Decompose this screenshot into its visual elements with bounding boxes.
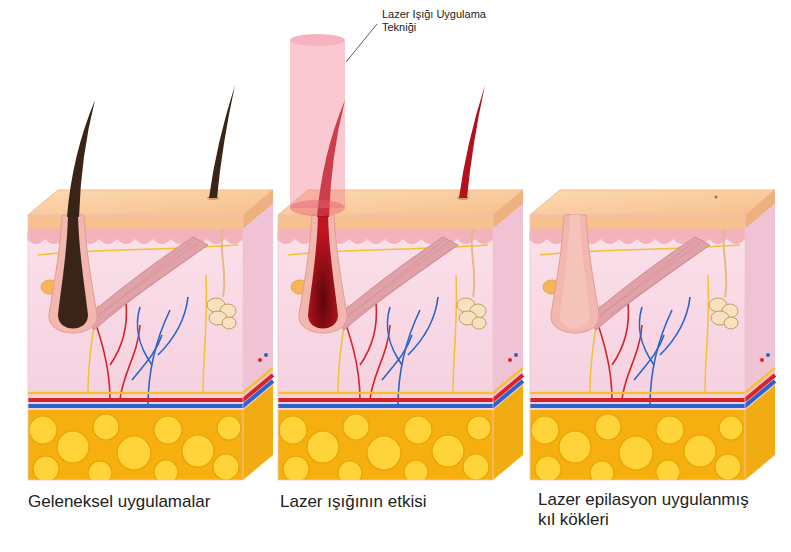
hair-shaft xyxy=(209,85,235,198)
hair-root xyxy=(308,215,338,329)
panel-caption: Geleneksel uygulamalar xyxy=(28,492,273,512)
laser-column xyxy=(290,40,345,208)
hair-root xyxy=(58,215,88,329)
skin-block xyxy=(277,190,523,485)
skin-block xyxy=(529,190,775,485)
skin-block xyxy=(27,190,273,485)
hair-shaft xyxy=(67,100,95,217)
laser-spot xyxy=(290,200,345,216)
hair-pore xyxy=(715,196,718,199)
panel-caption: Lazer epilasyon uygulanmış kıl kökleri xyxy=(538,490,766,530)
laser-beam xyxy=(290,34,345,216)
panel-caption: Lazer ışığının etkisi xyxy=(280,492,525,512)
hair-shaft xyxy=(459,85,485,198)
block-conventional xyxy=(27,85,273,485)
block-after xyxy=(529,190,775,485)
callout-label: Lazer Işığı Uygulama Tekniği xyxy=(382,8,492,34)
empty-follicle xyxy=(560,215,590,329)
leader-line xyxy=(346,24,377,62)
laser-top xyxy=(290,34,345,46)
